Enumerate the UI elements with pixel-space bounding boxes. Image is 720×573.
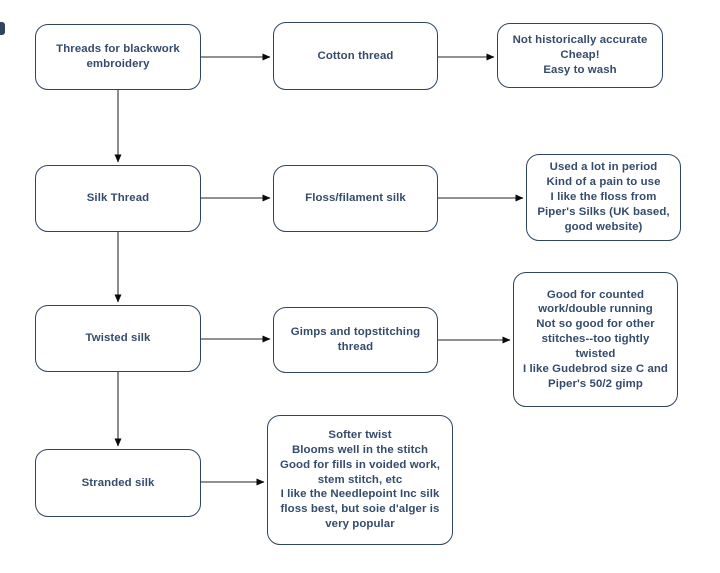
node-floss-filament-silk-label: Floss/filament silk	[305, 192, 406, 205]
cropped-edge-artifact	[0, 22, 5, 35]
node-floss-notes: Used a lot in period Kind of a pain to u…	[526, 154, 681, 241]
node-floss-notes-label: Used a lot in period Kind of a pain to u…	[537, 161, 670, 233]
node-cotton-notes-label: Not historically accurate Cheap! Easy to…	[512, 34, 648, 76]
node-threads-root-label: Threads for blackwork embroidery	[56, 43, 180, 70]
node-floss-filament-silk: Floss/filament silk	[273, 165, 438, 232]
node-twisted-silk: Twisted silk	[35, 305, 201, 372]
node-threads-root: Threads for blackwork embroidery	[35, 24, 201, 90]
node-silk-thread: Silk Thread	[35, 165, 201, 232]
node-cotton-thread-label: Cotton thread	[317, 49, 394, 62]
node-gimps-notes: Good for counted work/double running Not…	[513, 272, 678, 407]
node-twisted-silk-label: Twisted silk	[85, 332, 151, 345]
node-silk-thread-label: Silk Thread	[86, 192, 150, 205]
node-stranded-silk-label: Stranded silk	[81, 476, 155, 489]
node-cotton-notes: Not historically accurate Cheap! Easy to…	[497, 23, 663, 88]
node-stranded-silk: Stranded silk	[35, 449, 201, 517]
node-gimps-notes-label: Good for counted work/double running Not…	[522, 288, 668, 390]
node-stranded-notes: Softer twist Blooms well in the stitch G…	[267, 415, 453, 545]
node-stranded-notes-label: Softer twist Blooms well in the stitch G…	[280, 429, 440, 531]
node-gimps-topstitching-label: Gimps and topstitching thread	[290, 326, 421, 353]
node-cotton-thread: Cotton thread	[273, 22, 438, 90]
node-gimps-topstitching: Gimps and topstitching thread	[273, 307, 438, 373]
